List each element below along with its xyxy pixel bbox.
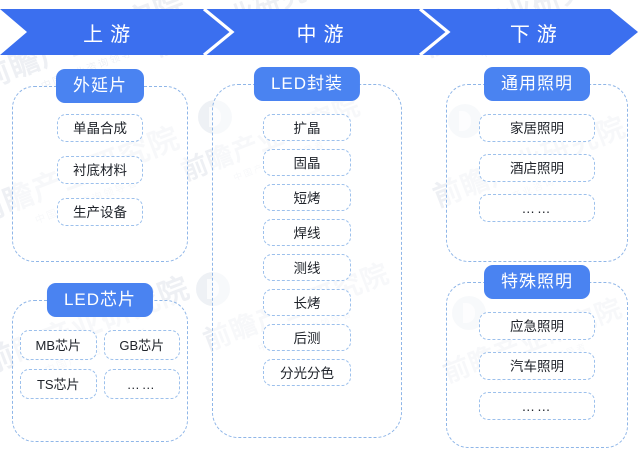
list-item[interactable]: 扩晶 bbox=[263, 114, 351, 141]
banner-shape bbox=[0, 9, 638, 55]
group-title-special-lighting[interactable]: 特殊照明 bbox=[484, 265, 590, 299]
column-midstream: LED封装 扩晶 固晶 短烤 焊线 测线 长烤 后测 分光分色 bbox=[212, 60, 402, 452]
column-downstream: 通用照明 家居照明 酒店照明 …… 特殊照明 应急照明 汽车照明 …… bbox=[446, 60, 628, 452]
list-item[interactable]: 衬底材料 bbox=[57, 156, 143, 184]
list-item[interactable]: 汽车照明 bbox=[479, 352, 595, 380]
banner-segment-upstream[interactable]: 上游 bbox=[0, 9, 213, 55]
chevron-separator-2 bbox=[418, 9, 451, 55]
value-chain-banner: 上游 中游 下游 bbox=[0, 9, 640, 55]
group-items: 应急照明 汽车照明 …… bbox=[446, 312, 628, 438]
banner-segment-downstream[interactable]: 下游 bbox=[427, 9, 640, 55]
list-item[interactable]: 焊线 bbox=[263, 219, 351, 246]
list-item[interactable]: 分光分色 bbox=[263, 359, 351, 386]
list-item-more[interactable]: …… bbox=[479, 194, 595, 222]
group-epitaxial-wafer: 外延片 单晶合成 衬底材料 生产设备 bbox=[12, 69, 188, 262]
group-general-lighting: 通用照明 家居照明 酒店照明 …… bbox=[446, 67, 628, 262]
chevron-separator-1 bbox=[202, 9, 235, 55]
group-title-general-lighting[interactable]: 通用照明 bbox=[484, 67, 590, 101]
list-item[interactable]: 后测 bbox=[263, 324, 351, 351]
list-item[interactable]: 长烤 bbox=[263, 289, 351, 316]
banner-label-upstream: 上游 bbox=[83, 23, 138, 46]
list-item[interactable]: 短烤 bbox=[263, 184, 351, 211]
group-title-led-packaging[interactable]: LED封装 bbox=[253, 67, 361, 101]
list-item[interactable]: 单晶合成 bbox=[57, 114, 143, 142]
banner-segment-midstream[interactable]: 中游 bbox=[213, 9, 426, 55]
list-item[interactable]: 酒店照明 bbox=[479, 154, 595, 182]
list-item-more[interactable]: …… bbox=[103, 369, 180, 399]
banner-label-midstream: 中游 bbox=[296, 23, 351, 46]
list-item[interactable]: TS芯片 bbox=[20, 369, 97, 399]
value-chain-columns: 外延片 单晶合成 衬底材料 生产设备 LED芯片 MB芯片 GB芯片 TS芯片 … bbox=[0, 60, 640, 452]
list-item[interactable]: 应急照明 bbox=[479, 312, 595, 340]
group-items: 家居照明 酒店照明 …… bbox=[446, 114, 628, 252]
group-led-packaging: LED封装 扩晶 固晶 短烤 焊线 测线 长烤 后测 分光分色 bbox=[212, 67, 402, 438]
column-upstream: 外延片 单晶合成 衬底材料 生产设备 LED芯片 MB芯片 GB芯片 TS芯片 … bbox=[12, 60, 188, 452]
group-items: 扩晶 固晶 短烤 焊线 测线 长烤 后测 分光分色 bbox=[212, 114, 402, 428]
list-item[interactable]: MB芯片 bbox=[20, 330, 97, 360]
list-item[interactable]: 生产设备 bbox=[57, 198, 143, 226]
group-special-lighting: 特殊照明 应急照明 汽车照明 …… bbox=[446, 265, 628, 448]
list-item-more[interactable]: …… bbox=[479, 392, 595, 420]
list-item[interactable]: 测线 bbox=[263, 254, 351, 281]
group-items: 单晶合成 衬底材料 生产设备 bbox=[12, 114, 188, 252]
list-item[interactable]: GB芯片 bbox=[103, 330, 180, 360]
group-title-epitaxial-wafer[interactable]: 外延片 bbox=[56, 69, 144, 103]
group-led-chip: LED芯片 MB芯片 GB芯片 TS芯片 …… bbox=[12, 283, 188, 442]
list-item[interactable]: 家居照明 bbox=[479, 114, 595, 142]
banner-label-downstream: 下游 bbox=[509, 23, 564, 46]
group-title-led-chip[interactable]: LED芯片 bbox=[46, 283, 154, 317]
group-items: MB芯片 GB芯片 TS芯片 …… bbox=[20, 330, 180, 399]
list-item[interactable]: 固晶 bbox=[263, 149, 351, 176]
